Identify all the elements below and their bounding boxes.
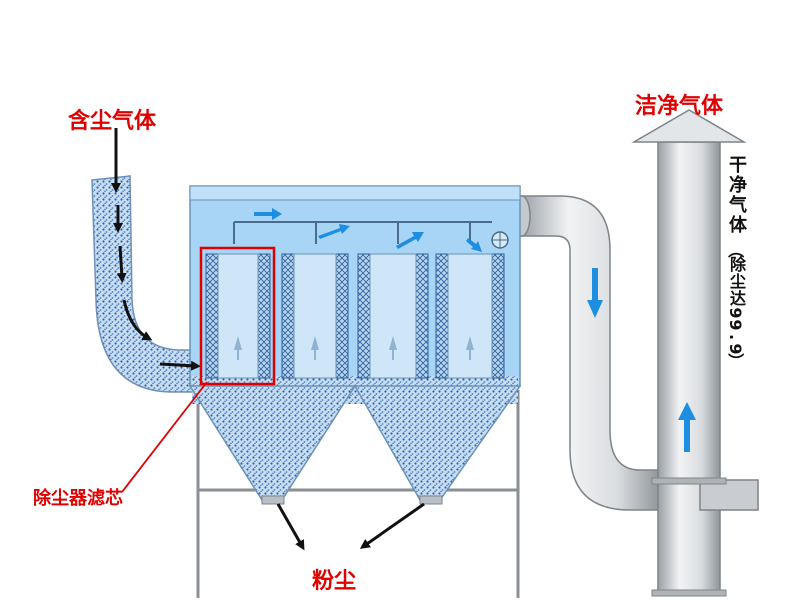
vertical-char: 气 xyxy=(729,195,747,216)
down-arrow-icon xyxy=(276,503,305,551)
inflow-arrows xyxy=(111,128,201,371)
filter-cartridges xyxy=(205,253,505,379)
curved-arrow-icon xyxy=(122,299,153,341)
flow-arrow-icon xyxy=(466,238,482,252)
outlet-duct xyxy=(513,195,661,511)
clean-gas-label: 洁净气体 xyxy=(635,94,724,119)
vertical-char: ） xyxy=(726,352,745,369)
vertical-char: 体 xyxy=(729,215,747,236)
filter-callout-line xyxy=(121,381,208,493)
down-arrow-icon xyxy=(116,245,127,283)
filter-highlight-box xyxy=(199,246,276,386)
efficiency-note-vertical: （ 除 尘 达 9 9 . 9 ） xyxy=(726,242,749,369)
right-arrow-icon xyxy=(159,360,201,371)
flow-arrow-icon xyxy=(254,208,282,220)
filter-cartridge xyxy=(435,253,505,379)
vertical-char: 干 xyxy=(729,155,747,176)
vertical-char: 净 xyxy=(729,175,747,196)
hopper-left xyxy=(188,385,357,501)
clean-gas-vertical-label: 干 净 气 体 xyxy=(727,156,749,236)
down-arrow-icon xyxy=(587,268,603,318)
down-arrow-icon xyxy=(359,502,425,549)
dust-label: 粉尘 xyxy=(312,569,357,594)
vertical-char: 尘 xyxy=(729,272,746,291)
inlet-pipe xyxy=(91,175,206,393)
support-frame xyxy=(196,390,520,598)
filter-cartridge-label: 除尘器滤芯 xyxy=(33,488,123,509)
airflow-arrows xyxy=(254,208,696,452)
dust-outflow-arrows xyxy=(276,502,425,551)
hopper-right xyxy=(353,385,522,501)
flow-arrow-icon xyxy=(318,224,350,239)
fan-housing xyxy=(699,479,759,511)
filter-cartridge xyxy=(205,253,271,379)
stack-cap xyxy=(631,109,747,143)
flow-arrow-icon xyxy=(396,232,424,249)
dusty-gas-label: 含尘气体 xyxy=(68,109,157,134)
vertical-char: （ xyxy=(726,241,745,258)
exhaust-stack xyxy=(631,109,759,597)
vertical-char: 达 xyxy=(729,289,746,308)
vertical-char: 除 xyxy=(729,255,746,274)
up-arrow-icon xyxy=(678,402,696,452)
